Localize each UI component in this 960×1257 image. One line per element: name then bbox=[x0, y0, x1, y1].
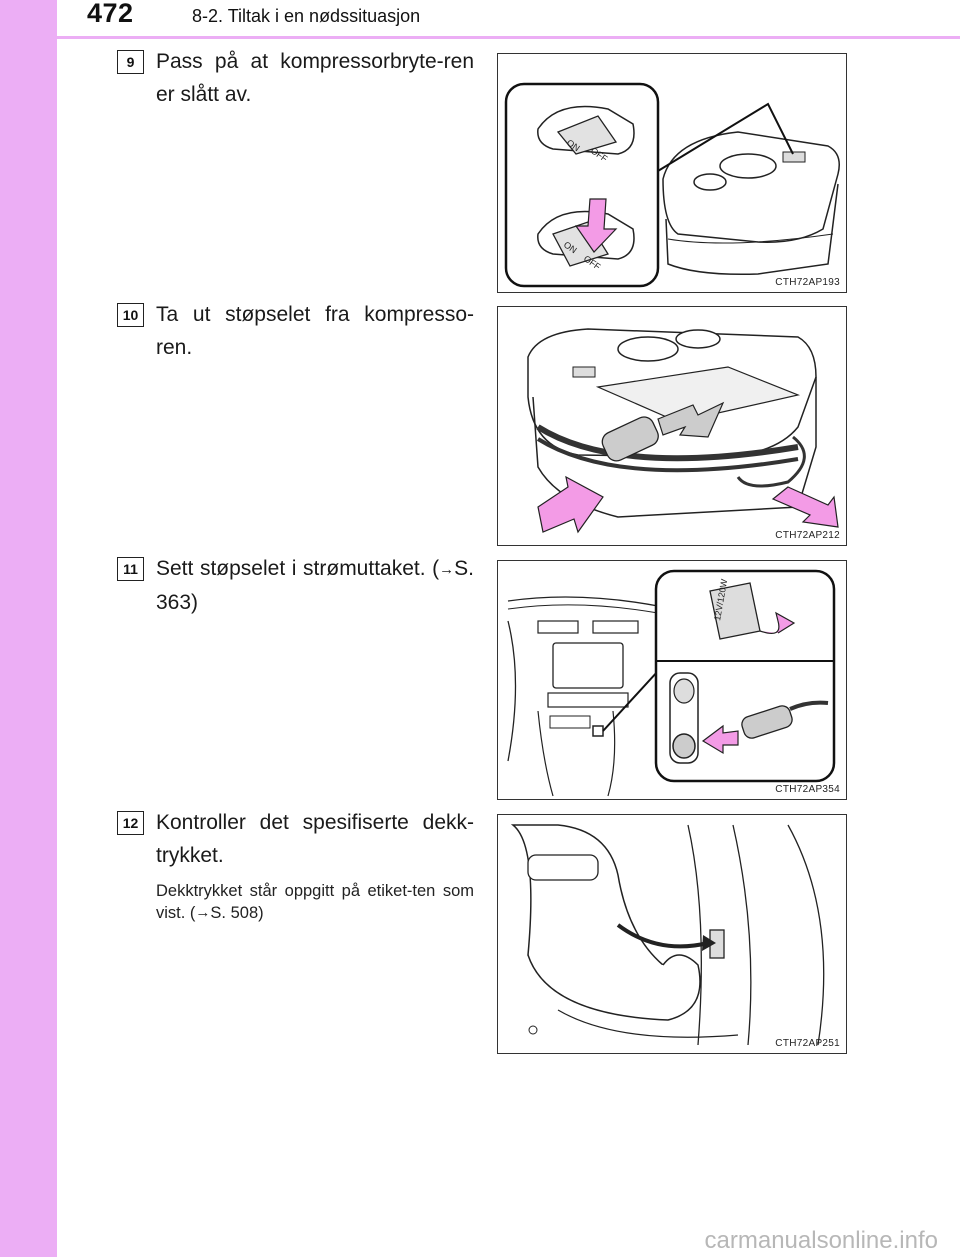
press-down-arrow-icon bbox=[574, 198, 618, 253]
figure-power-outlet: 12V/120W CTH72AP354 bbox=[497, 560, 847, 800]
compressor-plug-illustration bbox=[527, 328, 839, 534]
step-9-text: Pass på at kompressorbryte-ren er slått … bbox=[156, 50, 474, 106]
figure-compressor-switch: ON OFF ON OFF CTH72AP193 bbox=[497, 53, 847, 293]
figure-tire-label: CTH72AP251 bbox=[497, 814, 847, 1054]
pull-out-arrow-icon-right bbox=[771, 486, 839, 528]
figure-code: CTH72AP251 bbox=[775, 1038, 840, 1049]
compressor-switch-illustration: ON OFF ON OFF bbox=[504, 82, 840, 288]
power-outlet-illustration: 12V/120W bbox=[507, 569, 836, 797]
header-rule bbox=[57, 36, 960, 39]
step-12-badge: 12 bbox=[117, 811, 144, 835]
page-reference: S. 363) bbox=[156, 557, 474, 614]
figure-code: CTH72AP193 bbox=[775, 277, 840, 288]
figure-code: CTH72AP212 bbox=[775, 530, 840, 541]
figure-code: CTH72AP354 bbox=[775, 784, 840, 795]
step-10-badge: 10 bbox=[117, 303, 144, 327]
right-arrow-icon: → bbox=[439, 561, 455, 578]
step-9-badge: 9 bbox=[117, 50, 144, 74]
watermark: carmanualsonline.info bbox=[704, 1227, 938, 1254]
page-reference: S. 508) bbox=[210, 904, 264, 922]
step-10-text: Ta ut støpselet fra kompresso-ren. bbox=[156, 303, 474, 359]
right-arrow-icon: → bbox=[195, 904, 211, 921]
sidebar-tab bbox=[0, 0, 57, 1257]
step-11-badge: 11 bbox=[117, 557, 144, 581]
section-title: 8-2. Tiltak i en nødssituasjon bbox=[192, 6, 421, 26]
page-number: 472 bbox=[87, 0, 134, 28]
tire-label-illustration bbox=[510, 824, 825, 1046]
pull-out-arrow-icon-left bbox=[537, 475, 604, 534]
step-11-text: Sett støpselet i strømuttaket. (→S. 363) bbox=[156, 552, 474, 619]
open-cover-arrow-icon bbox=[759, 611, 796, 634]
step-12-text: Kontroller det spesifiserte dekk-trykket… bbox=[156, 811, 474, 867]
step-12-note: Dekktrykket står oppgitt på etiket-ten s… bbox=[156, 881, 474, 924]
step-12-note-start: Dekktrykket står oppgitt på etiket-ten s… bbox=[156, 882, 474, 922]
insert-plug-arrow-icon bbox=[701, 724, 739, 755]
figure-compressor-plug: CTH72AP212 bbox=[497, 306, 847, 546]
step-11-text-start: Sett støpselet i strømuttaket. ( bbox=[156, 557, 440, 580]
